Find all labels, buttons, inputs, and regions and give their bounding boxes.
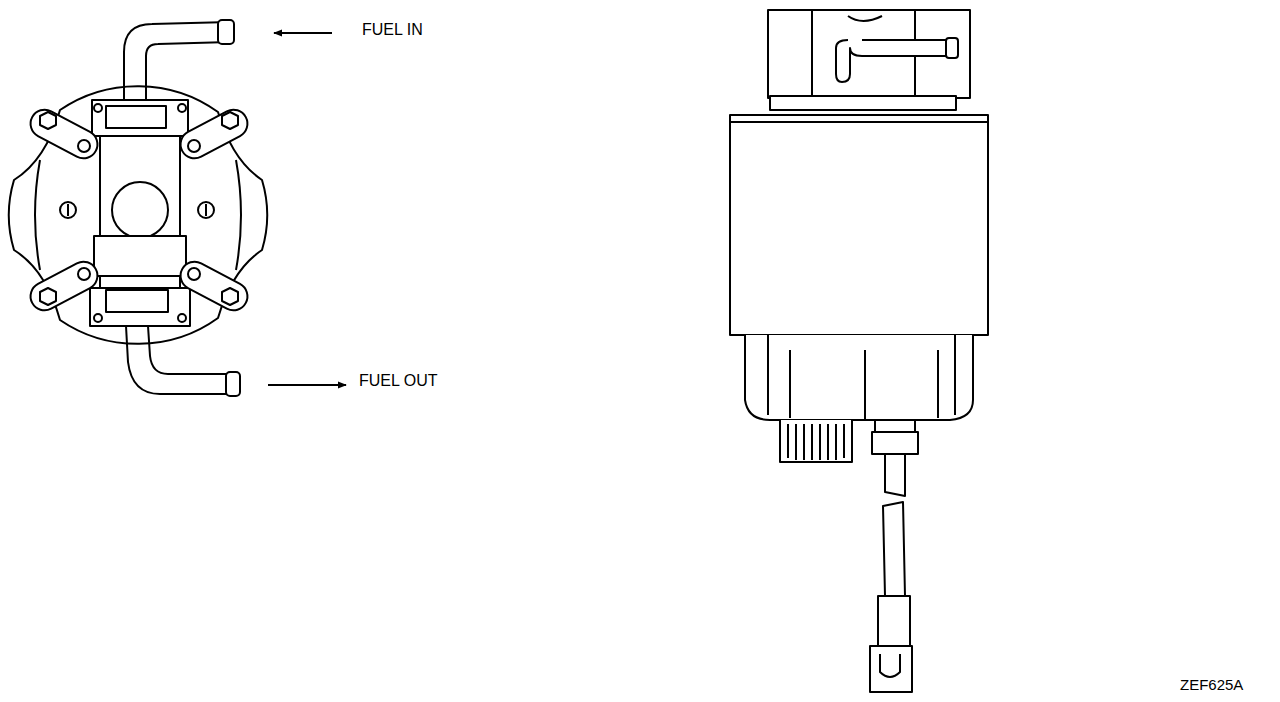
pump-side-view (730, 10, 988, 692)
figure-code: ZEF625A (1178, 676, 1245, 693)
flow-arrow (268, 384, 346, 386)
pump-top-view (9, 20, 267, 396)
flow-arrow (274, 32, 332, 34)
part-label: FUEL OUT (357, 372, 440, 390)
part-label: FUEL IN (360, 21, 425, 39)
